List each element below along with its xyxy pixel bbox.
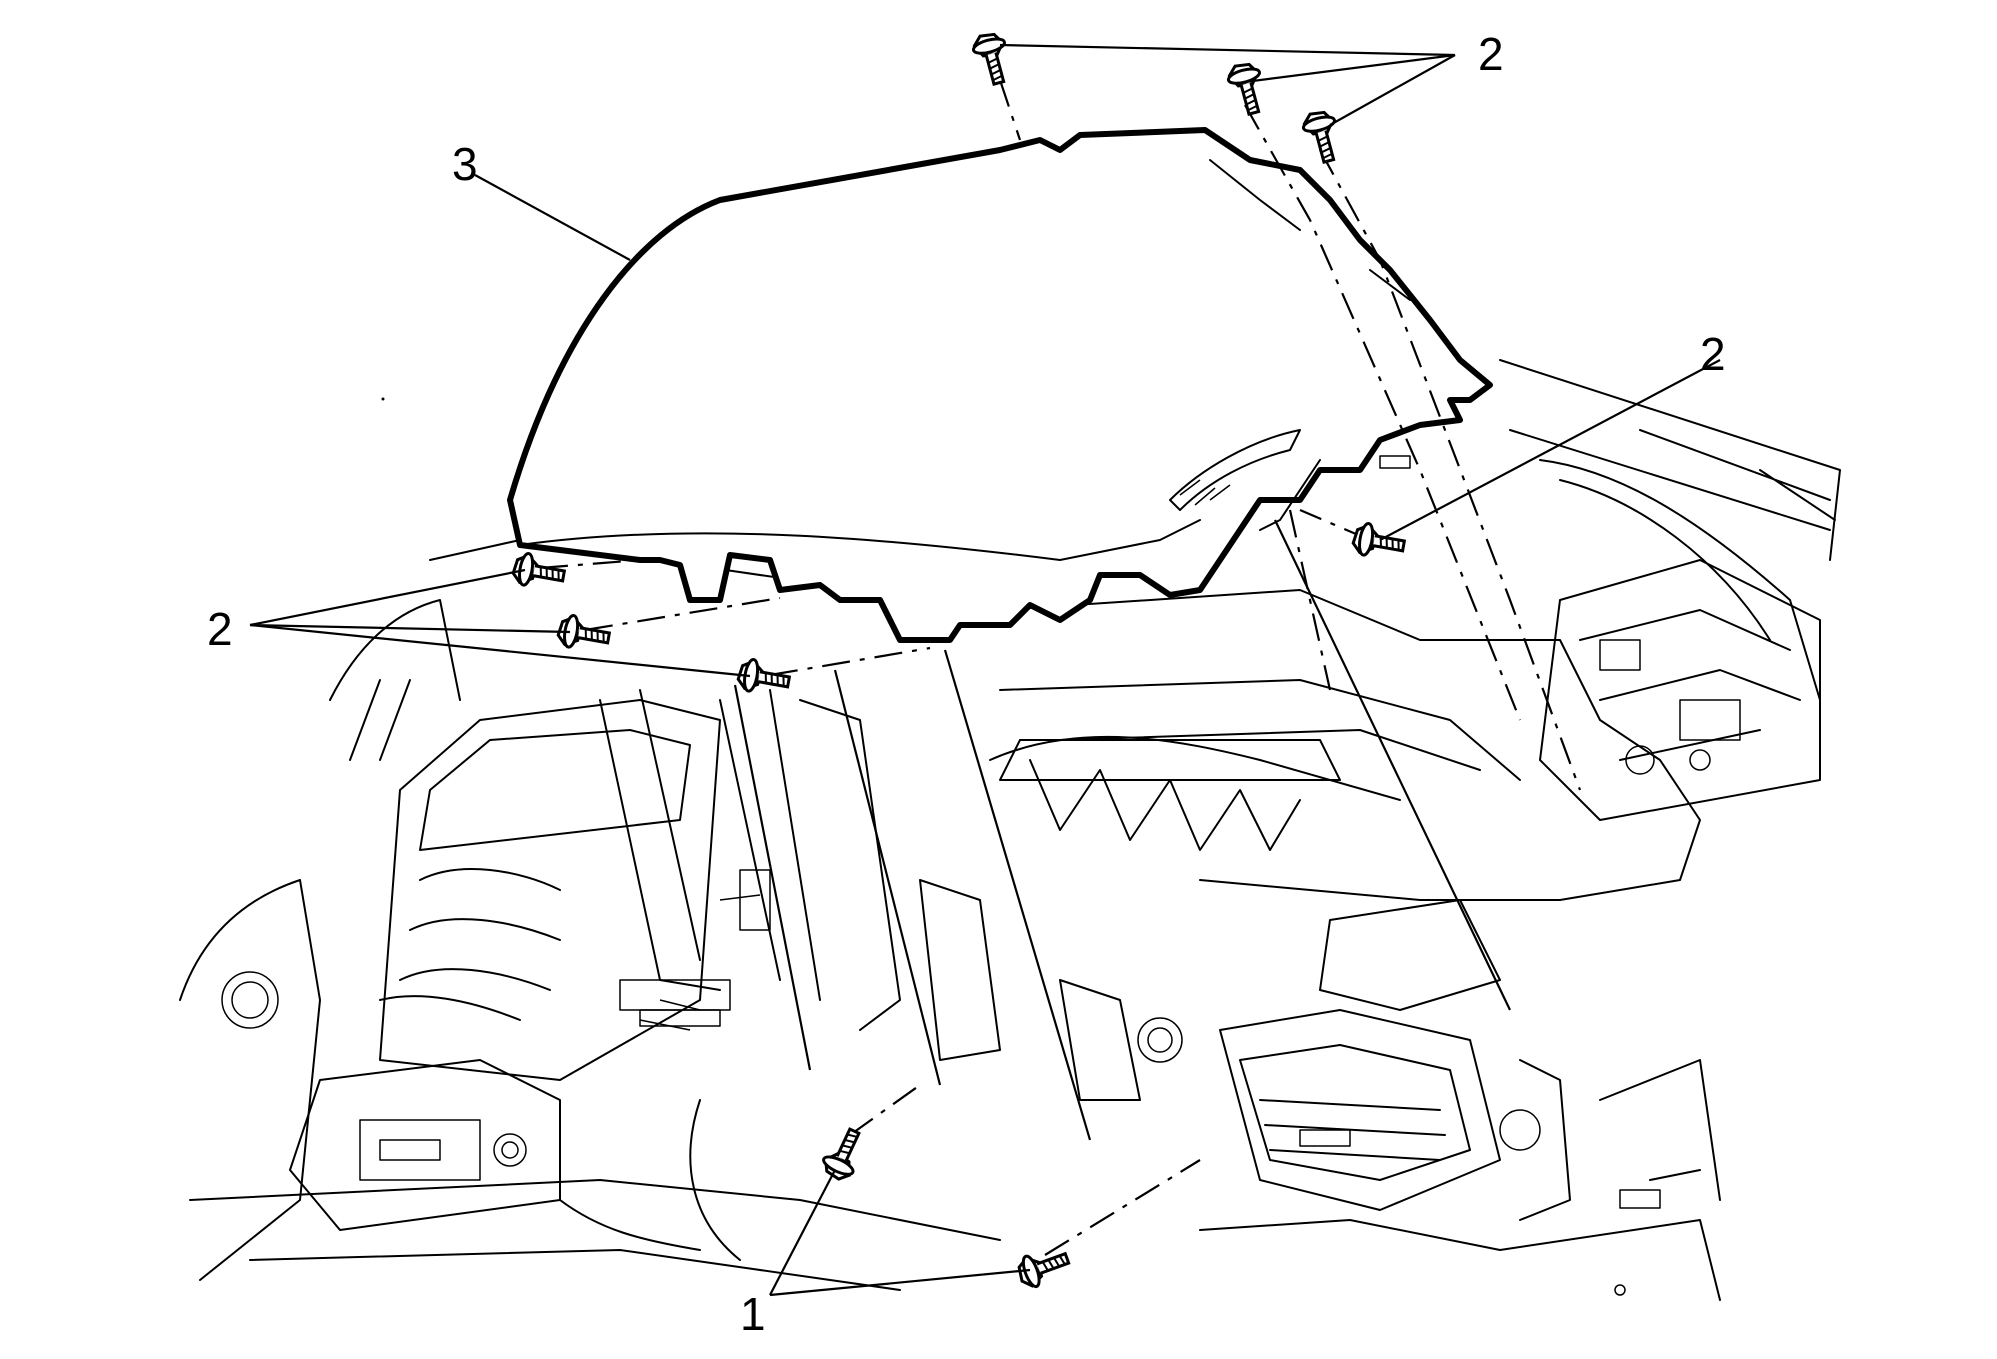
bolt-icon (554, 611, 613, 656)
bolt-icon (1298, 106, 1346, 167)
alignment-lines (539, 79, 1582, 1256)
bolt-icon (734, 655, 793, 700)
callout-1: 1 (740, 1288, 766, 1340)
bolt-icon (1349, 519, 1408, 564)
callout-2-top: 2 (1478, 28, 1504, 80)
instrument-panel-upper-trim-panel (507, 127, 1493, 643)
bolt-icon (817, 1122, 871, 1185)
callout-2-right: 2 (1700, 328, 1726, 380)
callout-leaders (249, 43, 1721, 1297)
bolt-icon (1012, 1241, 1074, 1293)
bolt-icon (968, 28, 1016, 89)
stray-dot (381, 397, 385, 401)
callout-labels: 2 2 2 3 1 (207, 28, 1726, 1340)
bolt-icon (1223, 58, 1271, 119)
callout-2-left: 2 (207, 603, 233, 655)
callout-3: 3 (452, 138, 478, 190)
